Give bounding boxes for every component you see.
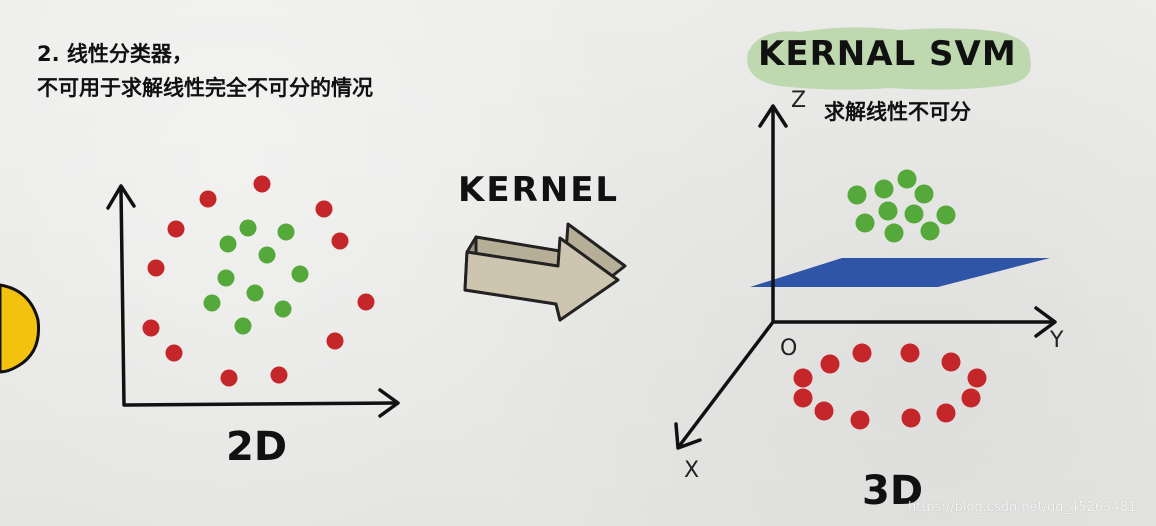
red-dot xyxy=(814,401,834,421)
red-dot xyxy=(900,343,920,363)
red-dot xyxy=(315,200,333,218)
separating-plane xyxy=(750,258,1050,287)
green-dot xyxy=(203,294,221,312)
dots-3d xyxy=(793,169,987,430)
axis-y-label: Y xyxy=(1050,328,1064,353)
label-2d: 2D xyxy=(226,424,288,470)
green-dot xyxy=(897,169,917,189)
heading-line-2: 不可用于求解线性完全不可分的情况 xyxy=(37,76,373,100)
red-dot xyxy=(147,259,165,277)
red-dot xyxy=(220,369,238,387)
dots-2d xyxy=(142,175,375,387)
red-dot xyxy=(961,388,981,408)
green-dot xyxy=(884,223,904,243)
green-dot xyxy=(904,204,924,224)
axes-2d xyxy=(106,184,400,418)
red-dot xyxy=(142,319,160,337)
svm-subtitle: 求解线性不可分 xyxy=(824,100,971,124)
red-dot xyxy=(941,352,961,372)
green-dot xyxy=(217,269,235,287)
green-dot xyxy=(855,213,875,233)
red-dot xyxy=(936,403,956,423)
red-dot xyxy=(820,354,840,374)
green-dot xyxy=(246,284,264,302)
green-dot xyxy=(234,317,252,335)
green-dot xyxy=(219,235,237,253)
label-3d: 3D xyxy=(862,468,924,514)
green-dot xyxy=(914,184,934,204)
svm-title-highlight xyxy=(747,27,1031,90)
green-dot xyxy=(936,205,956,225)
red-dot xyxy=(167,220,185,238)
watermark: https://blog.csdn.net/qq_45263481 xyxy=(908,500,1137,515)
svm-title: KERNAL SVM xyxy=(758,34,1017,74)
red-dot xyxy=(793,368,813,388)
green-dot xyxy=(920,221,940,241)
red-dot xyxy=(199,190,217,208)
red-dot xyxy=(326,332,344,350)
axes-3d xyxy=(674,104,1057,450)
red-dot xyxy=(852,343,872,363)
green-dot xyxy=(874,179,894,199)
green-dot xyxy=(878,201,898,221)
red-dot xyxy=(270,366,288,384)
axis-x-label: X xyxy=(684,458,700,483)
green-dot xyxy=(239,219,257,237)
kernel-label: KERNEL xyxy=(458,170,620,210)
red-dot xyxy=(967,368,987,388)
axis-origin-label: O xyxy=(780,336,798,361)
red-dot xyxy=(901,408,921,428)
green-dot xyxy=(847,185,867,205)
kernel-arrow xyxy=(463,222,627,322)
red-dot xyxy=(331,232,349,250)
red-dot xyxy=(357,293,375,311)
red-dot xyxy=(850,410,870,430)
green-dot xyxy=(291,265,309,283)
heading-line-1: 2. 线性分类器， xyxy=(37,42,193,66)
red-dot xyxy=(793,388,813,408)
axis-z-label: Z xyxy=(791,88,807,113)
green-dot xyxy=(258,246,276,264)
green-dot xyxy=(277,223,295,241)
yellow-shape xyxy=(0,283,41,374)
red-dot xyxy=(253,175,271,193)
green-dot xyxy=(274,300,292,318)
red-dot xyxy=(165,344,183,362)
